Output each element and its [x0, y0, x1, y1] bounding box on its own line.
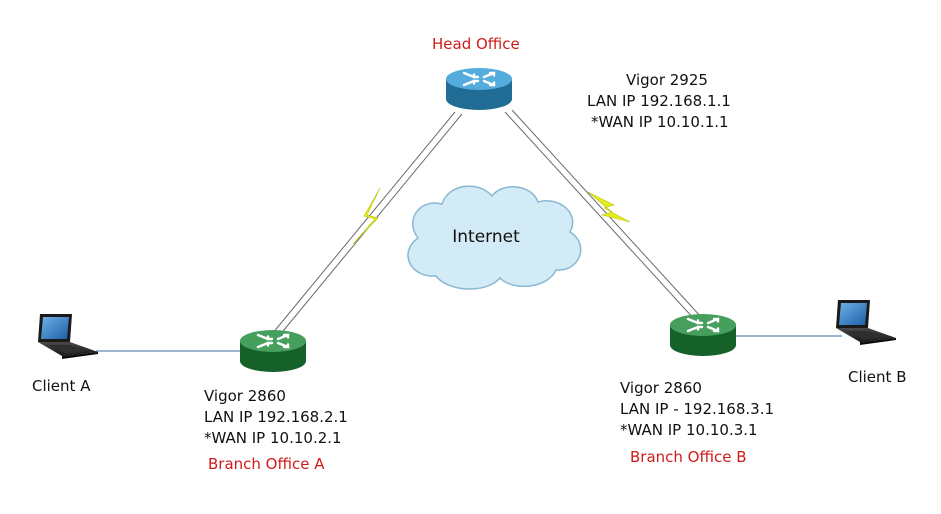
head-office-info: Vigor 2925 LAN IP 192.168.1.1 *WAN IP 10… [587, 70, 747, 133]
router-icon [446, 68, 512, 110]
wan-link-head-to-branch-b [504, 109, 703, 321]
branch-b-info: Vigor 2860 LAN IP - 192.168.3.1 *WAN IP … [620, 378, 774, 441]
wan-link-head-to-branch-a [271, 111, 463, 337]
lightning-icon [587, 191, 631, 223]
laptop-icon [38, 314, 98, 359]
head-office-router [446, 68, 512, 110]
head-office-model: Vigor 2925 [626, 71, 708, 89]
branch-b-site-label: Branch Office B [630, 448, 747, 466]
branch-a-wan-ip: *WAN IP 10.10.2.1 [204, 429, 342, 447]
head-office-lan-ip: LAN IP 192.168.1.1 [587, 92, 731, 110]
branch-b-wan-ip: *WAN IP 10.10.3.1 [620, 421, 758, 439]
client-b-label: Client B [848, 368, 907, 386]
client-a-laptop [38, 314, 98, 359]
lightning-icon [352, 187, 381, 245]
branch-b-lan-ip: LAN IP - 192.168.3.1 [620, 400, 775, 418]
branch-a-router [240, 330, 306, 372]
internet-cloud: Internet [407, 185, 582, 290]
branch-b-router [670, 314, 736, 356]
branch-b-model: Vigor 2860 [620, 379, 702, 397]
branch-a-site-label: Branch Office A [208, 455, 325, 473]
internet-label: Internet [452, 227, 520, 247]
router-icon [240, 330, 306, 372]
branch-a-info: Vigor 2860 LAN IP 192.168.2.1 *WAN IP 10… [204, 386, 348, 449]
client-b-laptop [836, 300, 896, 345]
laptop-icon [836, 300, 896, 345]
branch-a-lan-ip: LAN IP 192.168.2.1 [204, 408, 348, 426]
cloud-icon [407, 185, 582, 290]
head-office-wan-ip: *WAN IP 10.10.1.1 [591, 113, 729, 131]
branch-a-model: Vigor 2860 [204, 387, 286, 405]
router-icon [670, 314, 736, 356]
client-a-label: Client A [32, 377, 91, 395]
head-office-site-label: Head Office [432, 35, 520, 53]
